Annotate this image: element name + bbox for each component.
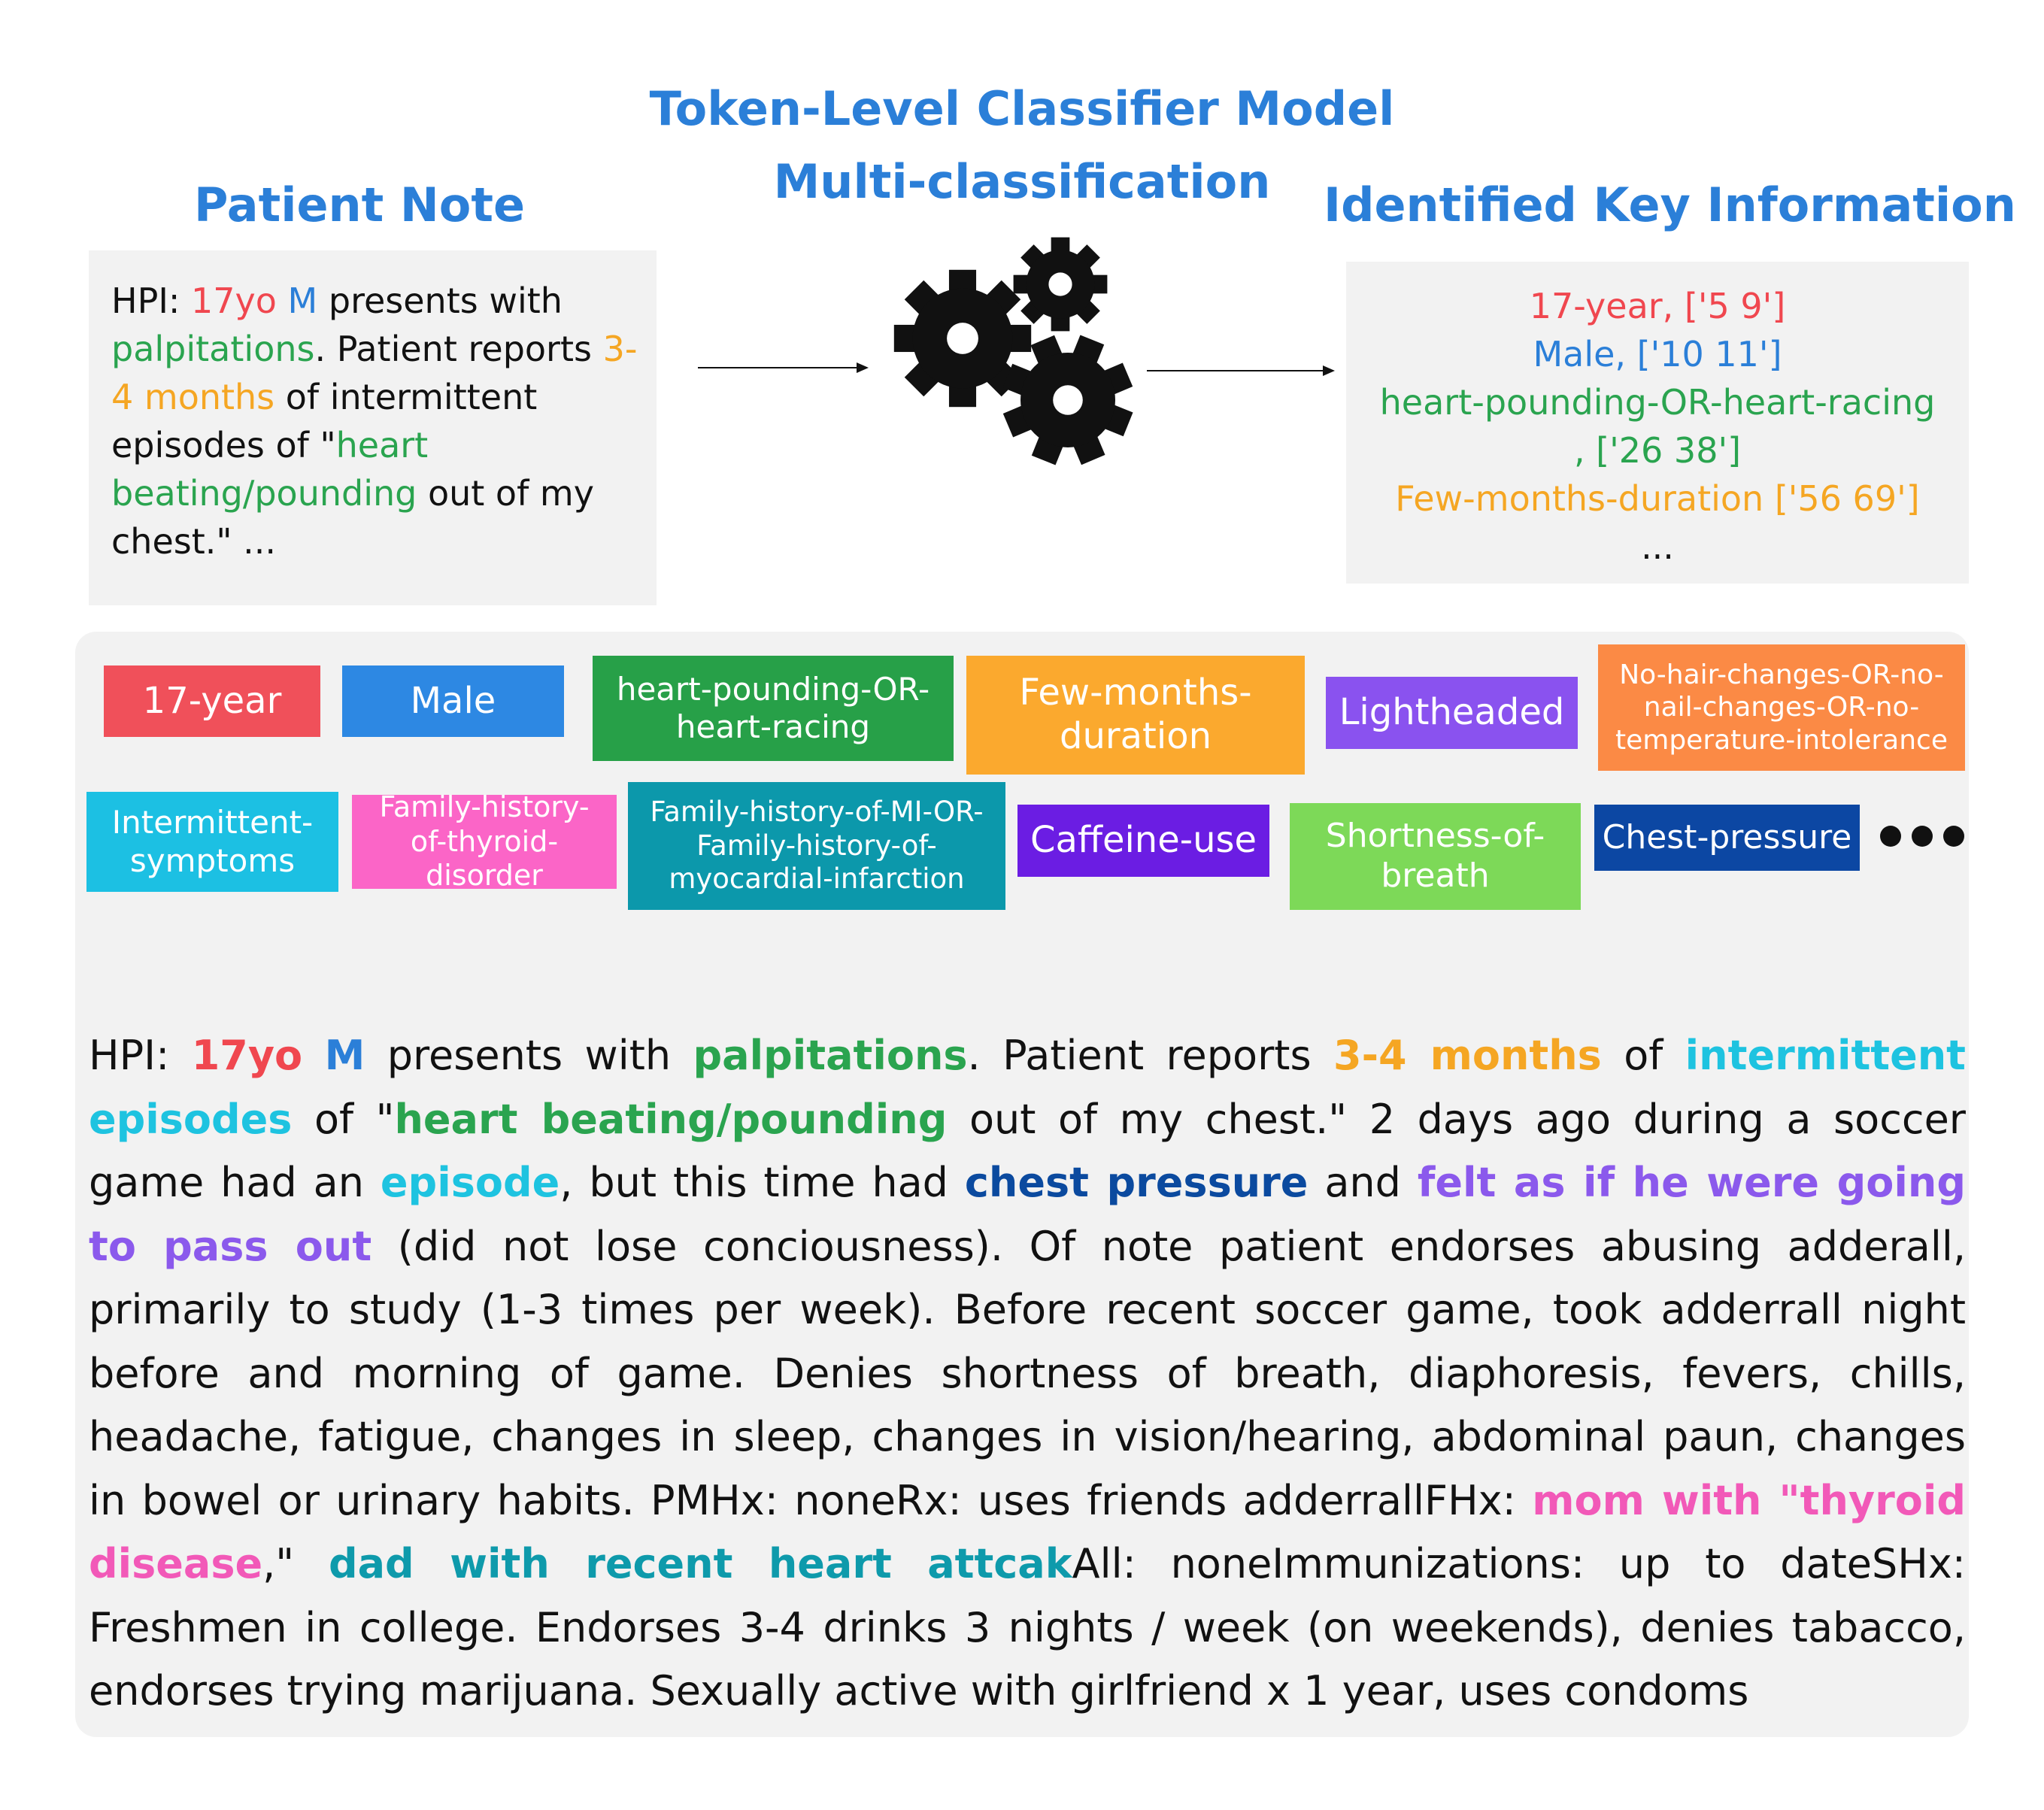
hl-palpitations: palpitations	[693, 1032, 968, 1079]
tag-family-history-mi: Family-history-of-MI-OR-Family-history-o…	[628, 782, 1005, 910]
hl-thyroid: mom with "thyroid disease	[89, 1476, 1966, 1588]
patient-note-panel	[89, 250, 657, 605]
more-tags-ellipsis	[1880, 826, 1964, 847]
hl-mi: dad with recent heart attcak	[328, 1540, 1072, 1587]
note-heart: heart beating/pounding	[111, 425, 429, 514]
tag-intermittent-symptoms: Intermittent-symptoms	[86, 792, 338, 892]
hl-age: 17yo	[191, 1032, 303, 1079]
note-hpi-label: HPI:	[111, 280, 192, 321]
tag-heart-pounding: heart-pounding-OR-heart-racing	[593, 656, 954, 761]
ellipsis-dot	[1912, 826, 1933, 847]
hl-episode: episode	[380, 1159, 560, 1206]
hl-lightheaded: felt as if he were going to pass out	[89, 1159, 1966, 1270]
gear-icon	[1002, 335, 1133, 465]
hl-intermittent: intermittent episodes	[89, 1032, 1966, 1143]
model-title-line1: Token-Level Classifier Model	[649, 81, 1395, 136]
ellipsis-dot	[1943, 826, 1964, 847]
patient-note-heading: Patient Note	[193, 177, 526, 232]
tag-few-months-duration: Few-months-duration	[966, 656, 1305, 775]
tag-shortness-of-breath: Shortness-of-breath	[1290, 803, 1581, 910]
tag-17-year: 17-year	[104, 665, 320, 737]
identified-key-info-heading: Identified Key Information	[1324, 177, 2016, 232]
key-info-heart: heart-pounding-OR-heart-racing	[1379, 382, 1936, 423]
gear-icon	[1013, 237, 1108, 332]
tag-male: Male	[342, 665, 564, 737]
key-info-panel	[1346, 262, 1969, 584]
tag-no-hair-changes: No-hair-changes-OR-no-nail-changes-OR-no…	[1598, 644, 1965, 771]
hl-sex: M	[324, 1032, 365, 1079]
key-info-duration: Few-months-duration ['56 69']	[1395, 478, 1920, 519]
key-info-list: 17-year, ['5 9'] Male, ['10 11'] heart-p…	[1346, 282, 1969, 571]
patient-note-text: HPI: 17yo M presents with palpitations. …	[111, 280, 638, 562]
tag-chest-pressure: Chest-pressure	[1594, 805, 1860, 871]
note-duration: 3-4 months	[111, 329, 638, 417]
ellipsis-dot	[1880, 826, 1901, 847]
note-age: 17yo	[191, 280, 277, 321]
key-info-age: 17-year, ['5 9']	[1529, 286, 1786, 326]
note-palpitations: palpitations	[111, 329, 315, 369]
hl-chest-pressure: chest pressure	[964, 1159, 1309, 1206]
model-title-line2: Multi-classification	[773, 154, 1271, 209]
tag-lightheaded: Lightheaded	[1326, 677, 1578, 749]
hl-heart: heart beating/pounding	[394, 1095, 948, 1143]
note-sex: M	[287, 280, 318, 321]
key-info-heart-span: , ['26 38']	[1573, 430, 1742, 471]
tag-family-history-thyroid: Family-history-of-thyroid-disorder	[352, 790, 617, 892]
key-info-ellipsis: ...	[1641, 526, 1674, 567]
key-info-sex: Male, ['10 11']	[1533, 334, 1782, 374]
annotated-hpi-text: HPI: 17yo M presents with palpitations. …	[89, 1032, 1967, 1714]
arrow-input	[698, 362, 869, 373]
tag-caffeine-use: Caffeine-use	[1017, 805, 1269, 877]
hl-duration: 3-4 months	[1333, 1032, 1602, 1079]
arrow-output	[1147, 365, 1335, 376]
